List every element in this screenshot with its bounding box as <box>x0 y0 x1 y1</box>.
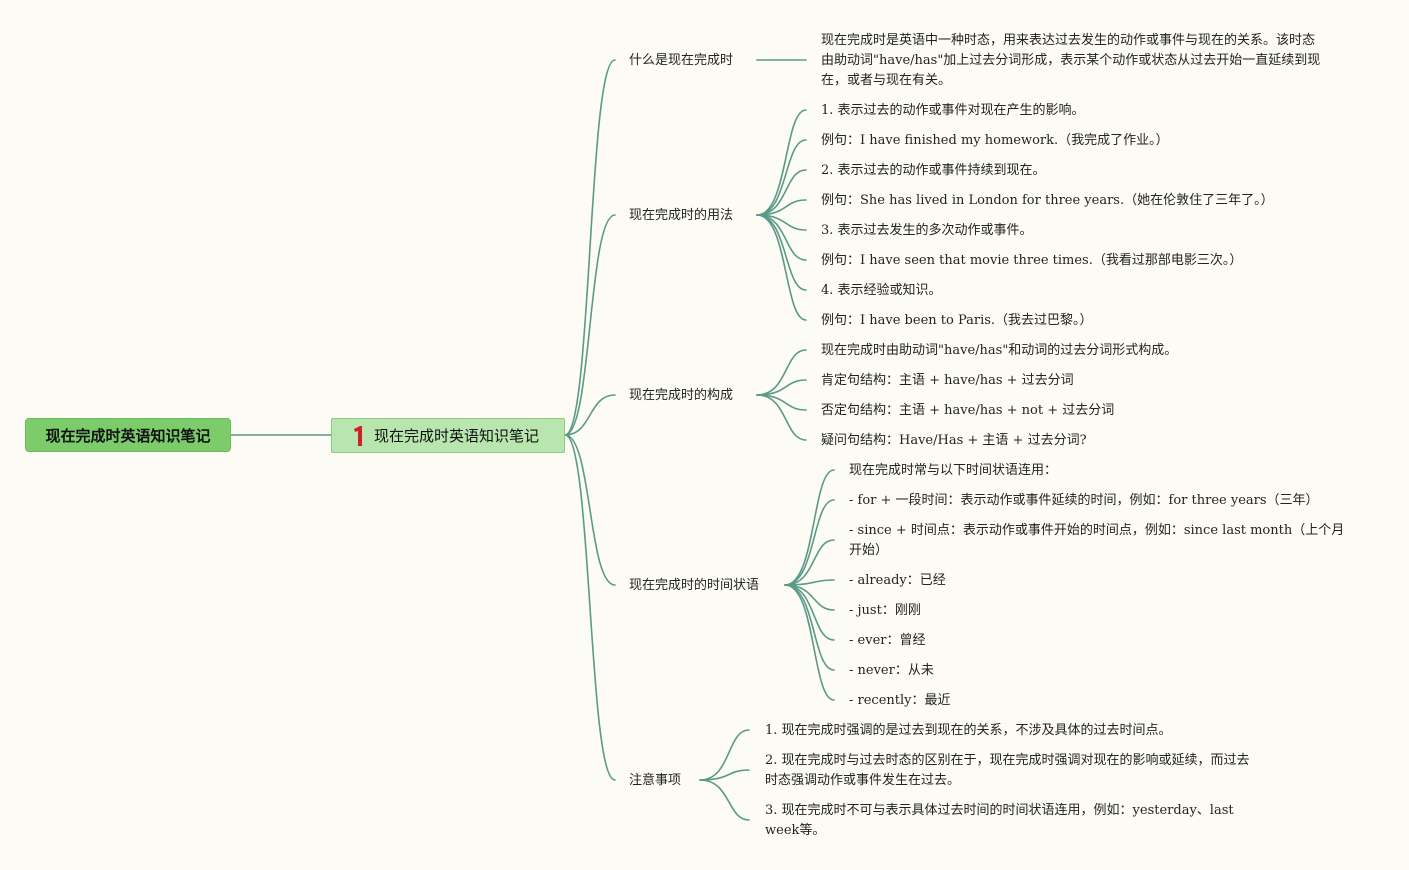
leaf-time-for[interactable]: - for + 一段时间：表示动作或事件延续的时间，例如：for three y… <box>849 493 1319 508</box>
leaf-definition[interactable]: 现在完成时是英语中一种时态，用来表达过去发生的动作或事件与现在的关系。该时态由助… <box>821 33 1321 88</box>
link-b5-leaf-3 <box>699 779 750 821</box>
leaf-structure-question[interactable]: 疑问句结构：Have/Has + 主语 + 过去分词? <box>821 433 1087 448</box>
link-b3-leaf-1 <box>756 349 807 396</box>
leaf-time-intro[interactable]: 现在完成时常与以下时间状语连用： <box>849 463 1058 478</box>
leaf-usage-2[interactable]: 2. 表示过去的动作或事件持续到现在。 <box>821 163 1046 178</box>
link-b2-leaf-1 <box>756 109 807 216</box>
number-one-icon <box>352 424 366 448</box>
leaf-time-since[interactable]: - since + 时间点：表示动作或事件开始的时间点，例如：since las… <box>849 523 1345 558</box>
leaf-usage-example-2[interactable]: 例句：She has lived in London for three yea… <box>821 193 1274 208</box>
leaf-usage-example-4[interactable]: 例句：I have been to Paris.（我去过巴黎。） <box>821 313 1093 328</box>
center-node[interactable]: 现在完成时英语知识笔记 <box>331 418 565 453</box>
link-b5-leaf-1 <box>699 729 750 781</box>
link-b3-leaf-4 <box>756 394 807 441</box>
link-b4-leaf-1 <box>784 469 835 586</box>
link-b2-leaf-6 <box>756 214 807 261</box>
link-center-branch-3 <box>564 394 616 436</box>
branch-what-is[interactable]: 什么是现在完成时 <box>629 53 734 68</box>
leaf-time-recently[interactable]: - recently：最近 <box>849 693 951 708</box>
link-b2-leaf-4 <box>756 199 807 216</box>
leaf-usage-4[interactable]: 4. 表示经验或知识。 <box>821 283 942 298</box>
link-b4-leaf-4 <box>784 579 835 586</box>
link-b4-leaf-3 <box>784 539 835 586</box>
link-b3-leaf-3 <box>756 394 807 411</box>
leaf-usage-1[interactable]: 1. 表示过去的动作或事件对现在产生的影响。 <box>821 103 1085 118</box>
leaf-usage-example-1[interactable]: 例句：I have finished my homework.（我完成了作业。） <box>821 133 1169 148</box>
link-b2-leaf-8 <box>756 214 807 321</box>
branch-structure[interactable]: 现在完成时的构成 <box>629 388 734 403</box>
link-b2-leaf-7 <box>756 214 807 291</box>
link-b4-leaf-8 <box>784 584 835 701</box>
root-title: 现在完成时英语知识笔记 <box>45 426 211 445</box>
root-node[interactable]: 现在完成时英语知识笔记 <box>25 418 231 452</box>
leaf-note-1[interactable]: 1. 现在完成时强调的是过去到现在的关系，不涉及具体的过去时间点。 <box>765 723 1172 738</box>
link-b2-leaf-5 <box>756 214 807 231</box>
link-center-branch-1 <box>564 59 616 436</box>
leaf-time-never[interactable]: - never：从未 <box>849 663 934 678</box>
branch-time-adverbials[interactable]: 现在完成时的时间状语 <box>629 578 760 593</box>
link-b4-leaf-5 <box>784 584 835 611</box>
link-b4-leaf-6 <box>784 584 835 641</box>
link-b5-leaf-2 <box>699 769 750 781</box>
branch-notes[interactable]: 注意事项 <box>629 773 682 788</box>
leaf-usage-example-3[interactable]: 例句：I have seen that movie three times.（我… <box>821 253 1243 268</box>
link-b4-leaf-7 <box>784 584 835 671</box>
leaf-time-just[interactable]: - just：刚刚 <box>849 603 921 618</box>
link-b2-leaf-2 <box>756 139 807 216</box>
link-center-branch-5 <box>564 434 616 781</box>
leaf-usage-3[interactable]: 3. 表示过去发生的多次动作或事件。 <box>821 223 1033 238</box>
link-center-branch-4 <box>564 434 616 586</box>
leaf-time-ever[interactable]: - ever：曾经 <box>849 633 926 648</box>
link-b4-leaf-2 <box>784 499 835 586</box>
leaf-note-2[interactable]: 2. 现在完成时与过去时态的区别在于，现在完成时强调对现在的影响或延续，而过去时… <box>765 753 1250 788</box>
leaf-structure-intro[interactable]: 现在完成时由助动词"have/has"和动词的过去分词形式构成。 <box>821 343 1178 358</box>
leaf-note-3[interactable]: 3. 现在完成时不可与表示具体过去时间的时间状语连用，例如：yesterday、… <box>765 803 1234 838</box>
leaf-structure-affirmative[interactable]: 肯定句结构：主语 + have/has + 过去分词 <box>821 373 1074 388</box>
link-center-branch-2 <box>564 214 616 436</box>
link-b3-leaf-2 <box>756 379 807 396</box>
branch-usage[interactable]: 现在完成时的用法 <box>629 208 734 223</box>
link-b2-leaf-3 <box>756 169 807 216</box>
leaf-time-already[interactable]: - already：已经 <box>849 573 946 588</box>
leaf-structure-negative[interactable]: 否定句结构：主语 + have/has + not + 过去分词 <box>821 403 1115 418</box>
center-title: 现在完成时英语知识笔记 <box>374 427 540 445</box>
